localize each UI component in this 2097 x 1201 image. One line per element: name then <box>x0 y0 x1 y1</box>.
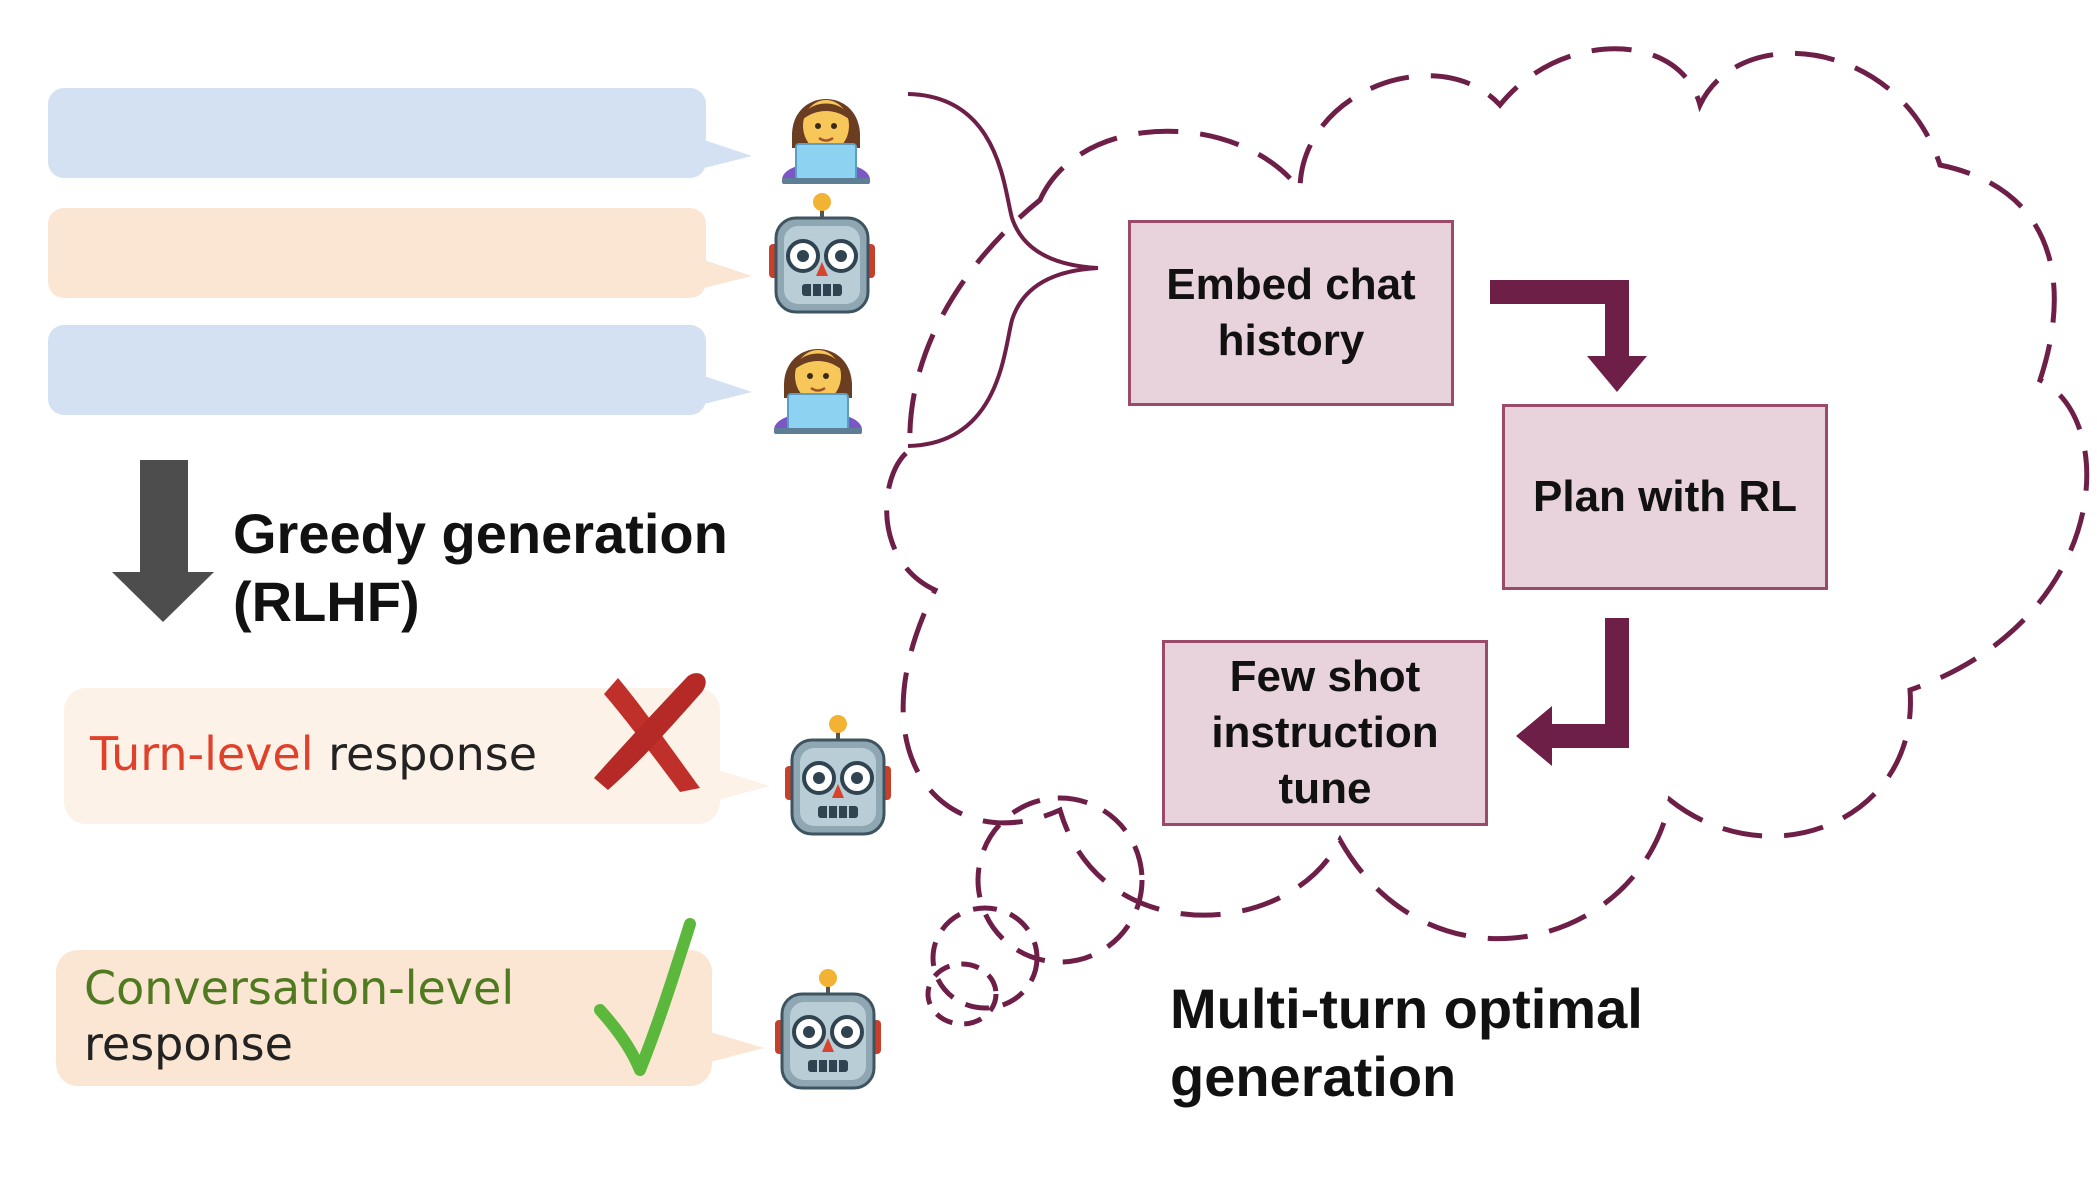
turn-level-rest: response <box>313 727 538 781</box>
step-few-shot-instruction-tune: Few shot instruction tune <box>1162 640 1488 826</box>
history-brace <box>907 92 1099 448</box>
greedy-label-line-1: Greedy generation <box>233 502 728 565</box>
step-embed-chat-history: Embed chat history <box>1128 220 1454 406</box>
multi-turn-optimal-generation-title: Multi-turn optimal generation <box>1170 975 1643 1111</box>
greedy-label-line-2: (RLHF) <box>233 570 420 633</box>
greedy-generation-label: Greedy generation (RLHF) <box>233 500 728 636</box>
bot-bubble <box>48 208 752 298</box>
check-icon <box>594 918 696 1076</box>
turn-level-bubble <box>64 688 770 824</box>
step-2-line-1: Plan with RL <box>1533 472 1797 521</box>
step-3-line-3: tune <box>1278 764 1372 813</box>
user-bubble-2 <box>48 325 752 415</box>
robot-icon <box>767 191 877 314</box>
conversation-level-response-text: Conversation-level response <box>84 960 514 1072</box>
step-3-line-1: Few shot <box>1229 652 1421 701</box>
user-bubble-1 <box>48 88 752 178</box>
thought-bubble-2 <box>930 905 1040 1011</box>
cross-icon <box>594 673 706 792</box>
multi-turn-title-line-1: Multi-turn optimal <box>1170 977 1643 1040</box>
conversation-level-bubble <box>56 950 764 1086</box>
conversation-level-highlight: Conversation-level <box>84 961 515 1015</box>
robot-icon <box>773 967 883 1090</box>
turn-level-response-text: Turn-level response <box>90 726 537 782</box>
conversation-level-rest: response <box>84 1017 293 1071</box>
user-laptop-icon <box>780 97 872 186</box>
thought-bubble-3 <box>925 961 999 1027</box>
step-3-line-2: instruction <box>1211 708 1439 757</box>
turn-level-highlight: Turn-level <box>90 727 314 781</box>
step-plan-with-rl: Plan with RL <box>1502 404 1828 590</box>
step-1-line-1: Embed chat <box>1166 260 1416 309</box>
multi-turn-title-line-2: generation <box>1170 1045 1457 1108</box>
thought-bubble-1 <box>975 795 1145 965</box>
thought-cloud <box>884 46 2090 942</box>
flow-arrow-1 <box>1490 280 1647 392</box>
user-laptop-icon <box>772 347 864 436</box>
down-arrow-icon <box>112 460 214 622</box>
flow-arrow-2 <box>1516 618 1629 766</box>
robot-icon <box>783 713 893 836</box>
step-1-line-2: history <box>1217 316 1365 365</box>
